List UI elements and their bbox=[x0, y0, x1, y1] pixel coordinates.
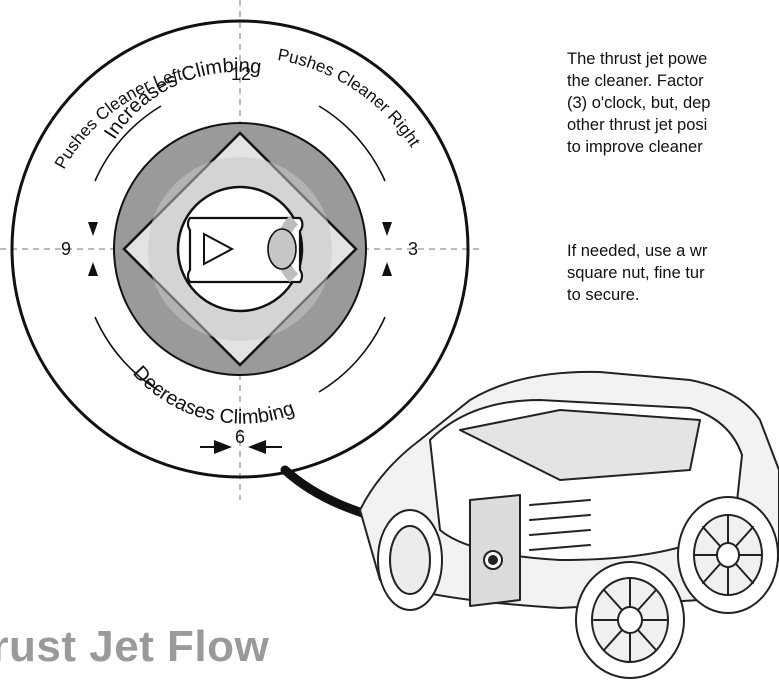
svg-text:Pushes Cleaner Right: Pushes Cleaner Right bbox=[276, 45, 424, 150]
instruction-paragraph-1: The thrust jet powe the cleaner. Factor … bbox=[567, 50, 711, 156]
position-9: 9 bbox=[61, 239, 71, 259]
pool-cleaner-illustration bbox=[359, 370, 779, 679]
section-heading: hrust Jet Flow bbox=[0, 622, 270, 671]
position-12: 12 bbox=[231, 64, 251, 84]
arrow-heads bbox=[88, 222, 392, 276]
dial-outer-ring bbox=[10, 19, 470, 479]
position-3: 3 bbox=[408, 239, 418, 259]
instruction-paragraph-2: If needed, use a wr square nut, fine tur… bbox=[567, 242, 708, 304]
thrust-jet-nut bbox=[113, 122, 367, 376]
six-oclock-arrows bbox=[200, 440, 282, 454]
label-pushes-cleaner-right: Pushes Cleaner Right bbox=[276, 45, 424, 150]
position-6: 6 bbox=[235, 427, 245, 447]
crosshair-guides bbox=[0, 0, 482, 500]
rotation-arrows bbox=[94, 105, 386, 393]
